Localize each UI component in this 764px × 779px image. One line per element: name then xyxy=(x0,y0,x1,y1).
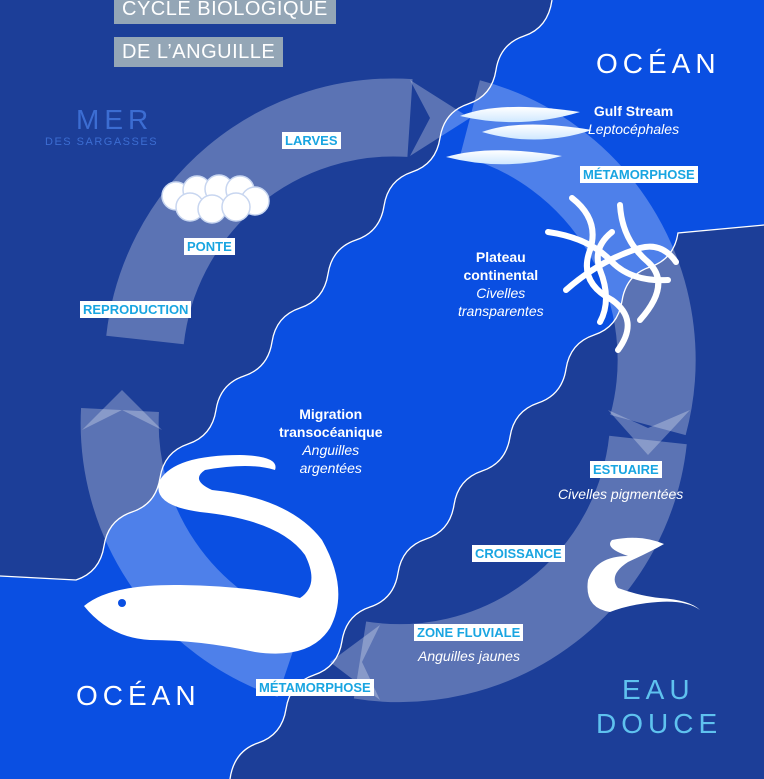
migration-line-1: Migration xyxy=(299,406,363,422)
stage-plateau: Plateau continental Civelles transparent… xyxy=(458,248,544,320)
tag-estuaire: ESTUAIRE xyxy=(590,461,662,478)
title-line-2: DE L’ANGUILLE xyxy=(114,37,284,67)
tag-larves: LARVES xyxy=(282,132,341,149)
stage-estuaire-desc: Civelles pigmentées xyxy=(558,485,683,503)
glass-eel-icon xyxy=(545,195,679,353)
region-douce: DOUCE xyxy=(596,708,723,739)
tag-zone-fluviale: ZONE FLUVIALE xyxy=(414,624,524,641)
yellow-eel-icon xyxy=(587,537,700,612)
civelles-pigmentees-label: Civelles pigmentées xyxy=(558,486,684,502)
tag-metamorphose-bottom: MÉTAMORPHOSE xyxy=(256,679,374,696)
leptocephalus-larva-icon xyxy=(446,106,592,165)
stage-gulf-stream: Gulf Stream Leptocéphales xyxy=(588,102,679,138)
argentees-line-1: Anguilles xyxy=(302,442,360,458)
region-mer-sub: DES SARGASSES xyxy=(45,136,159,148)
silver-eel-icon xyxy=(84,455,339,654)
tag-croissance: CROISSANCE xyxy=(472,545,565,562)
anguilles-jaunes-label: Anguilles jaunes xyxy=(418,648,520,664)
leptocephales-label: Leptocéphales xyxy=(588,121,680,137)
tag-metamorphose-top: MÉTAMORPHOSE xyxy=(580,166,698,183)
stage-fluviale-desc: Anguilles jaunes xyxy=(418,647,520,665)
title-line-1: CYCLE BIOLOGIQUE xyxy=(114,0,336,24)
region-eau: EAU xyxy=(622,674,695,705)
migration-line-2: transocéanique xyxy=(279,424,383,440)
tag-ponte: PONTE xyxy=(184,238,235,255)
civelles-line-1: Civelles xyxy=(476,285,526,301)
region-ocean-bottom: OCÉAN xyxy=(76,680,201,711)
region-ocean-top: OCÉAN xyxy=(596,48,721,79)
gulf-stream-label: Gulf Stream xyxy=(593,103,674,119)
civelles-line-2: transparentes xyxy=(458,303,544,319)
tag-reproduction: REPRODUCTION xyxy=(80,301,192,318)
ocean-boundary-left xyxy=(0,0,553,581)
argentees-line-2: argentées xyxy=(299,460,362,476)
egg-cluster-icon xyxy=(161,174,270,224)
plateau-line-2: continental xyxy=(463,267,539,283)
stage-migration: Migration transocéanique Anguilles argen… xyxy=(279,405,382,477)
plateau-line-1: Plateau xyxy=(475,249,526,265)
region-mer: MER xyxy=(76,104,154,135)
